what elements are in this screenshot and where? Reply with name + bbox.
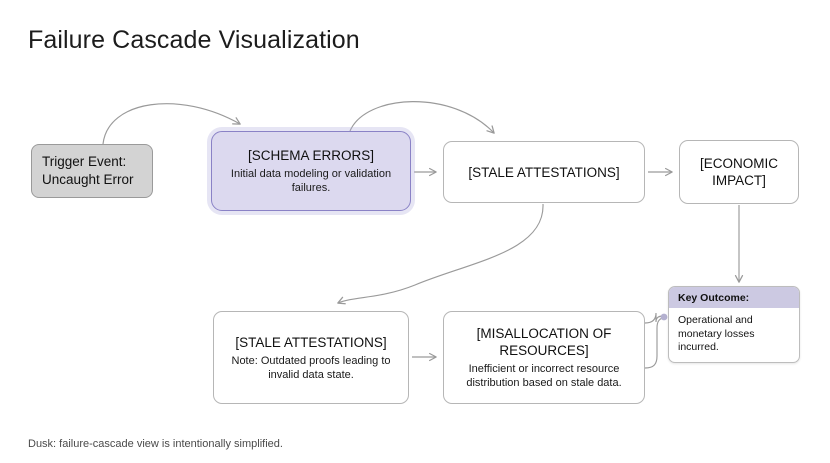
edge-stale-top-to-stale-bottom — [337, 203, 544, 305]
node-stale-attestations-bottom-desc: Note: Outdated proofs leading to invalid… — [231, 354, 391, 381]
node-trigger-title: Trigger Event: — [42, 154, 127, 169]
node-stale-attestations-top[interactable]: [STALE ATTESTATIONS] — [443, 141, 645, 203]
edge-misallocation-elbow — [644, 317, 665, 369]
key-outcome-body: Operational and monetary losses incurred… — [678, 314, 755, 353]
node-key-outcome[interactable]: Key Outcome: Operational and monetary lo… — [668, 286, 800, 363]
node-schema-errors[interactable]: [SCHEMA ERRORS] Initial data modeling or… — [211, 131, 411, 211]
node-stale-attestations-bottom[interactable]: [STALE ATTESTATIONS] Note: Outdated proo… — [213, 311, 409, 404]
edge-schema-to-stale-top — [349, 101, 495, 134]
node-trigger-subtitle: Uncaught Error — [42, 172, 134, 187]
node-misallocation-desc: Inefficient or incorrect resource distri… — [466, 363, 622, 389]
node-misallocation-of-resources[interactable]: [MISALLOCATION OF RESOURCES] Inefficient… — [443, 311, 645, 404]
node-schema-errors-title: [SCHEMA ERRORS] — [247, 148, 375, 163]
node-trigger-event[interactable]: Trigger Event: Uncaught Error — [31, 144, 153, 198]
node-economic-impact-title: [ECONOMIC IMPACT] — [699, 156, 778, 188]
edge-misallocation-to-key-outcome — [644, 312, 665, 324]
node-misallocation-title: [MISALLOCATION OF RESOURCES] — [476, 326, 612, 358]
node-economic-impact[interactable]: [ECONOMIC IMPACT] — [679, 140, 799, 204]
footer-note: Dusk: failure-cascade view is intentiona… — [28, 438, 283, 450]
connector-dot — [660, 313, 668, 321]
node-stale-attestations-top-title: [STALE ATTESTATIONS] — [468, 164, 620, 180]
page-title: Failure Cascade Visualization — [28, 26, 360, 54]
key-outcome-header: Key Outcome: — [669, 287, 799, 308]
node-stale-attestations-bottom-title: [STALE ATTESTATIONS] — [235, 334, 387, 350]
node-schema-errors-desc: Initial data modeling or validation fail… — [230, 168, 392, 194]
